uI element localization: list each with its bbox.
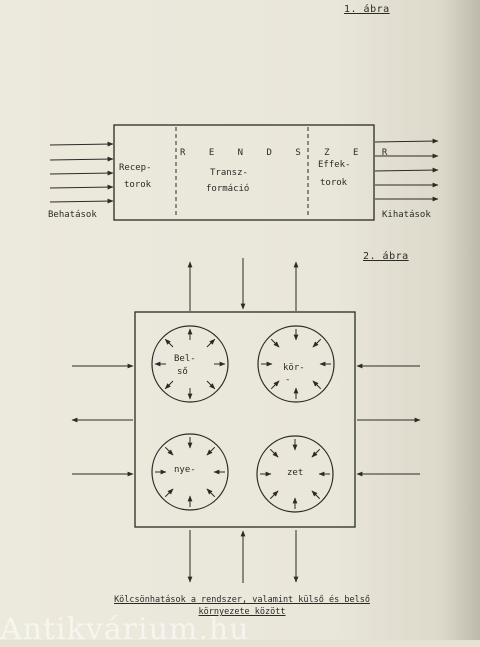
circle-bottom-right-arrow [311, 448, 321, 458]
environment-box [134, 311, 356, 528]
inputs-label: Behatások [48, 210, 97, 220]
transformation-label-line1: Transz- [210, 168, 248, 178]
transformation-label-line2: formáció [206, 184, 250, 194]
input-arrows [49, 141, 114, 204]
circle-bottom-left [151, 433, 229, 511]
circle-top-right-arrow [312, 338, 322, 348]
circle-bottom-left-arrow [164, 488, 174, 498]
circle-bottom-right-arrow [311, 490, 321, 500]
effector-label-line1: Effek- [318, 160, 351, 170]
figure-caption: Kölcsönhatások a rendszer, valamint küls… [62, 594, 422, 618]
circle-word-bel: Bel- [174, 354, 196, 364]
circle-top-right-arrow [270, 338, 280, 348]
system-title: R E N D S Z E R [180, 148, 397, 158]
right-arrows [356, 363, 421, 477]
circle-word-so: ső [177, 367, 188, 377]
circle-bottom-left-arrow [206, 488, 216, 498]
circle-top-left-arrow [206, 380, 216, 390]
circle-top-right-arrow [312, 380, 322, 390]
circle-top-right [257, 325, 335, 403]
receptor-label-line1: Recep- [119, 163, 152, 173]
inner-circles [151, 325, 335, 513]
watermark-text: Antikvárium.hu [0, 612, 250, 647]
left-arrows [71, 363, 134, 477]
circle-word-hyphen: - [285, 375, 291, 385]
bottom-arrows [187, 530, 299, 583]
circle-bottom-left-arrow [164, 446, 174, 456]
circle-top-left-arrow [206, 338, 216, 348]
circle-word-kor: kör- [283, 363, 305, 373]
circle-bottom-left-arrow [206, 446, 216, 456]
circle-bottom-right-arrow [269, 490, 279, 500]
caption-line-1: Kölcsönhatások a rendszer, valamint küls… [114, 595, 370, 605]
top-arrows [187, 258, 299, 311]
output-arrows [374, 138, 439, 202]
figure-2-label: 2. ábra [363, 251, 409, 262]
outputs-label: Kihatások [382, 210, 431, 220]
circle-top-left-arrow [164, 338, 174, 348]
system-box [113, 124, 375, 221]
circle-bottom-right [256, 435, 334, 513]
receptor-label-line2: torok [124, 180, 152, 190]
circle-word-zet: zet [287, 468, 304, 478]
circle-top-left-arrow [164, 380, 174, 390]
circle-top-left [151, 325, 229, 403]
circle-bottom-right-arrow [269, 448, 279, 458]
figure-1-label: 1. ábra [344, 4, 390, 15]
circle-word-nye: nye- [174, 465, 196, 475]
caption-line-2: környezete között [198, 607, 286, 617]
circle-top-right-arrow [270, 380, 280, 390]
effector-label-line2: torok [320, 178, 348, 188]
